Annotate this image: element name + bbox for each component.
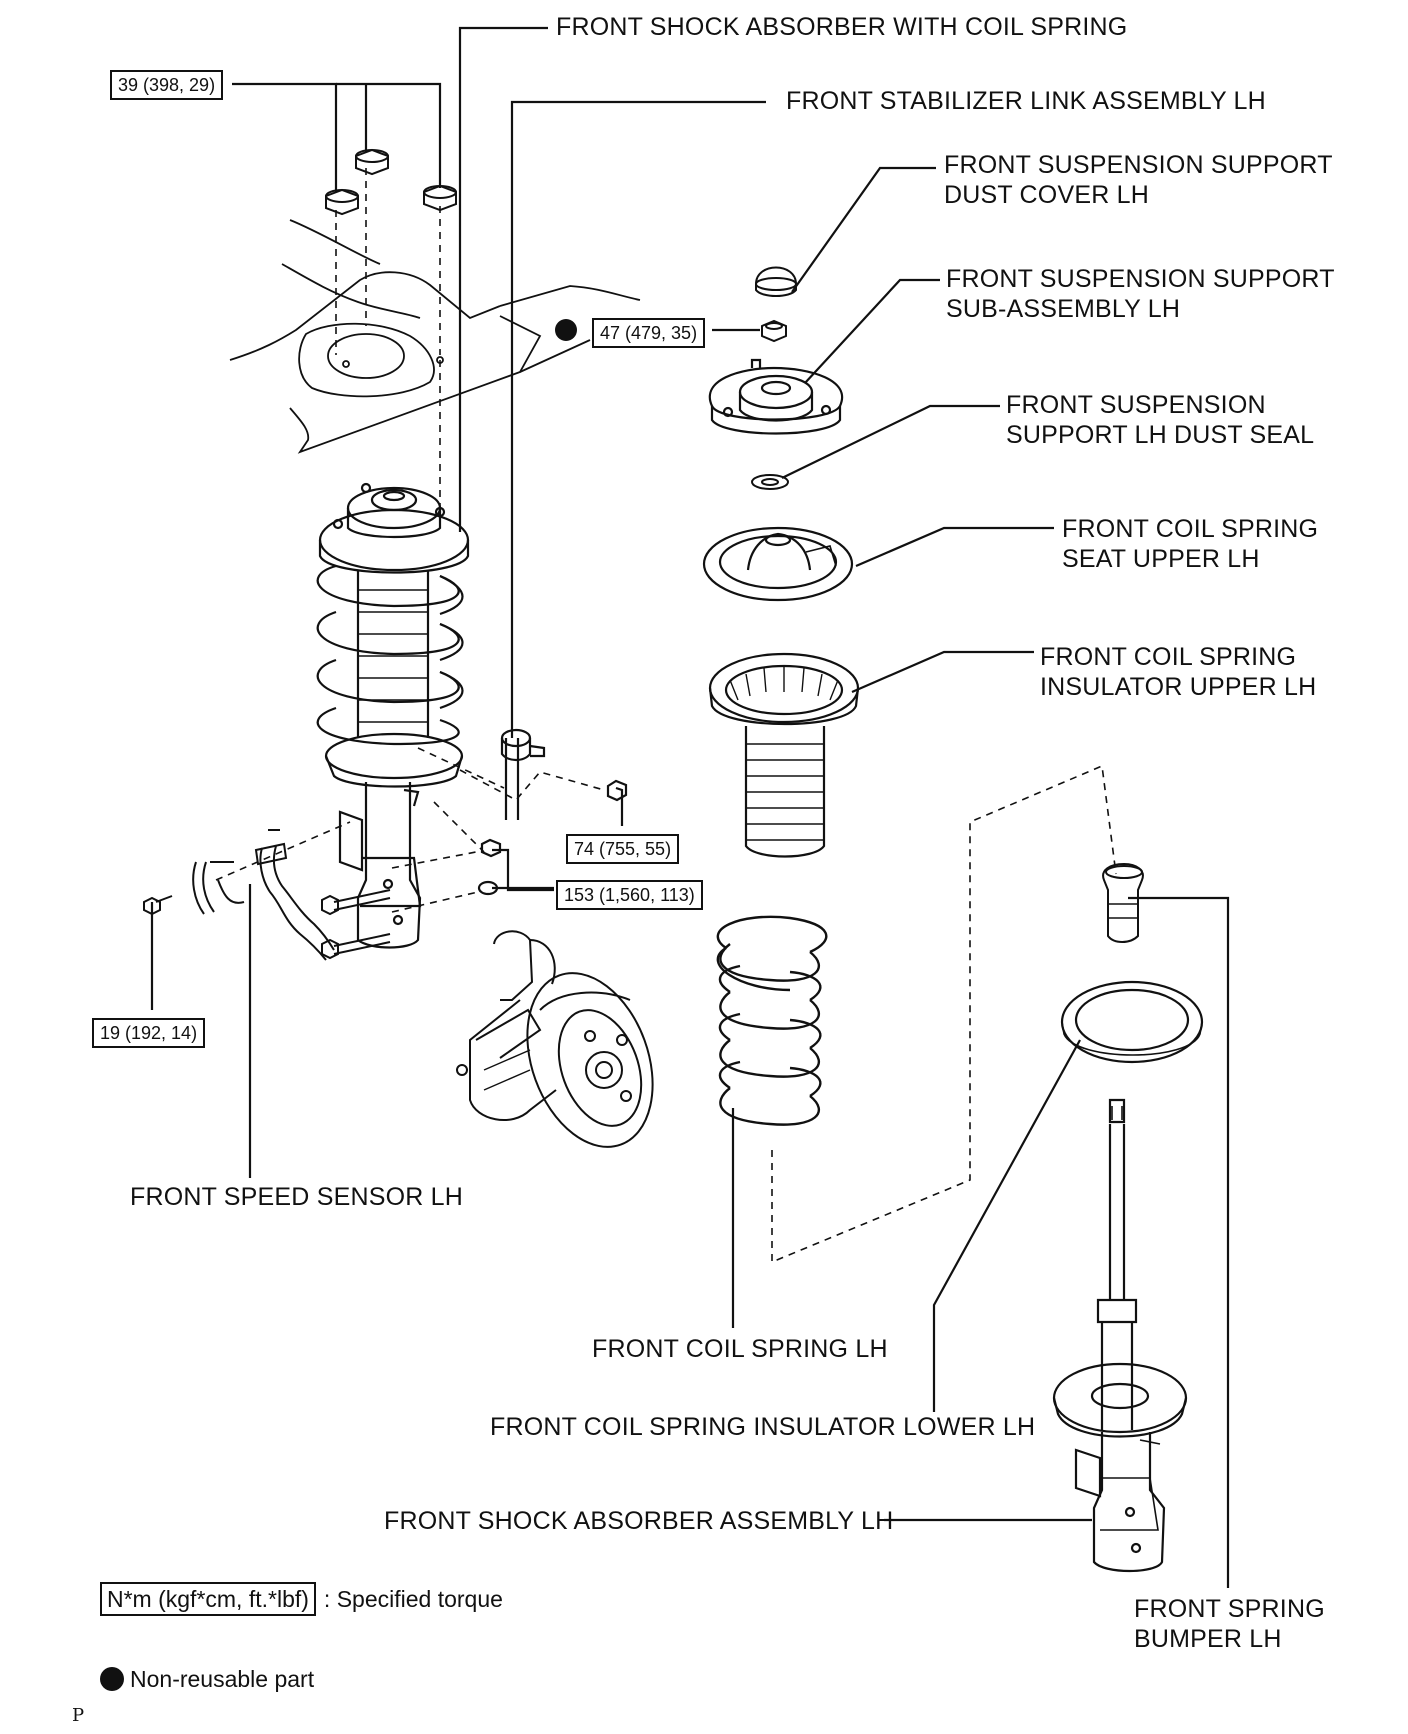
support-nut-part — [761, 319, 787, 343]
label-dust-cover-line1: FRONT SUSPENSION SUPPORT — [944, 151, 1333, 179]
coil-spring-part — [716, 915, 828, 1126]
label-seat-upper-line2: SEAT UPPER LH — [1062, 545, 1260, 573]
label-support-sub-line1: FRONT SUSPENSION SUPPORT — [946, 265, 1335, 293]
label-support-sub-line2: SUB-ASSEMBLY LH — [946, 295, 1181, 323]
legend-non-reusable: Non-reusable part — [100, 1664, 314, 1694]
torque-19-box: 19 (192, 14) — [92, 1018, 206, 1048]
shock-absorber-part — [1052, 1098, 1188, 1573]
assembled-strut — [316, 482, 470, 949]
label-dust-seal-line2: SUPPORT LH DUST SEAL — [1006, 421, 1315, 449]
legend-non-reusable-text: Non-reusable part — [130, 1666, 315, 1692]
torque-47-box: 47 (479, 35) — [592, 318, 706, 348]
torque-153-box: 153 (1,560, 113) — [556, 880, 703, 910]
support-subassembly-part — [708, 358, 844, 435]
leader-lines — [150, 26, 1230, 1588]
label-insulator-upper-line2: INSULATOR UPPER LH — [1040, 673, 1317, 701]
label-dust-cover-line2: DUST COVER LH — [944, 181, 1149, 209]
label-bumper-line1: FRONT SPRING — [1134, 1595, 1325, 1623]
label-stabilizer-link: FRONT STABILIZER LINK ASSEMBLY LH — [786, 87, 1266, 115]
body-strut-tower — [229, 219, 641, 454]
spring-bumper-part — [1102, 862, 1144, 943]
label-speed-sensor: FRONT SPEED SENSOR LH — [130, 1183, 463, 1211]
torque-74-box: 74 (755, 55) — [566, 834, 680, 864]
non-reusable-dot-icon — [100, 1667, 124, 1691]
legend-unit-box: N*m (kgf*cm, ft.*lbf) — [100, 1582, 316, 1616]
dust-seal-part — [751, 474, 789, 490]
upper-mount-nuts — [325, 148, 457, 216]
knuckle-bolts — [321, 889, 391, 960]
knuckle-and-disc — [456, 930, 654, 1148]
speed-sensor-harness — [192, 829, 335, 961]
label-shock-assembly: FRONT SHOCK ABSORBER ASSEMBLY LH — [384, 1507, 894, 1535]
spring-insulator-upper-part — [708, 652, 860, 858]
assembly-dashed-lines — [215, 168, 1117, 1264]
spring-seat-upper-part — [702, 526, 854, 602]
stabilizer-link — [477, 728, 628, 896]
label-coil-spring: FRONT COIL SPRING LH — [592, 1335, 888, 1363]
label-bumper-line2: BUMPER LH — [1134, 1625, 1282, 1653]
footer-mark: P — [72, 1705, 85, 1726]
label-insulator-upper-line1: FRONT COIL SPRING — [1040, 643, 1297, 671]
label-shock-with-spring: FRONT SHOCK ABSORBER WITH COIL SPRING — [556, 13, 1128, 41]
label-dust-seal-line1: FRONT SUSPENSION — [1006, 391, 1266, 419]
legend-unit-text: : Specified torque — [323, 1586, 503, 1612]
insulator-lower-part — [1060, 980, 1204, 1064]
speed-sensor-bolt — [143, 895, 173, 916]
legend-specified-torque: N*m (kgf*cm, ft.*lbf) : Specified torque — [100, 1582, 503, 1616]
label-insulator-lower: FRONT COIL SPRING INSULATOR LOWER LH — [490, 1413, 1036, 1441]
label-seat-upper-line1: FRONT COIL SPRING — [1062, 515, 1319, 543]
torque-39-box: 39 (398, 29) — [110, 70, 224, 100]
dust-cover-part — [755, 266, 797, 297]
non-reusable-marker — [555, 319, 577, 341]
